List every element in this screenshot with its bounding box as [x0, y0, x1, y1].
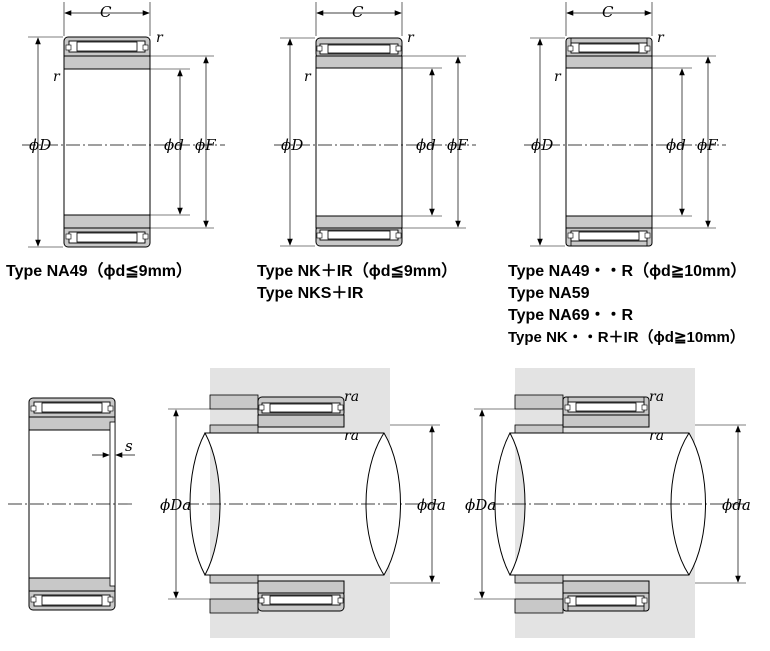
housing-shoulder-top — [209, 394, 259, 410]
label-shaft-diameter: ϕda — [722, 496, 751, 514]
housing-shoulder-bottom — [514, 598, 564, 614]
figure-na49: C r r ϕD ϕd ϕF — [22, 2, 225, 248]
caption-na69-r: Type NA69・・R — [508, 307, 634, 324]
label-raceway: ϕF — [697, 136, 718, 154]
label-bore: ϕd — [164, 136, 184, 154]
label-housing-diameter: ϕDa — [465, 496, 496, 514]
label-housing-diameter: ϕDa — [160, 496, 191, 514]
label-outer-diameter: ϕD — [29, 136, 51, 154]
bearing-section-top — [562, 396, 650, 428]
label-r-side: r — [304, 69, 312, 85]
shaft-shoulder-bottom — [514, 574, 564, 584]
label-r-top: r — [657, 30, 665, 46]
figure-na49-r: C r r ϕD ϕd ϕF — [524, 2, 726, 247]
bearing-section-top — [63, 36, 151, 70]
figure-nk-ir: C r r ϕD ϕd ϕF — [274, 2, 476, 247]
bearing-section-bottom — [565, 215, 653, 247]
label-outer-diameter: ϕD — [531, 136, 553, 154]
shaft-shoulder-top — [514, 424, 564, 434]
shaft-shoulder-bottom — [209, 574, 259, 584]
label-c: C — [100, 3, 112, 21]
bearing-section-top — [28, 397, 116, 431]
inner-ring-bore — [565, 67, 653, 217]
bearing-section-bottom — [257, 580, 345, 612]
caption-na49: Type NA49（ϕd≦9mm） — [6, 263, 193, 280]
label-outer-diameter: ϕD — [281, 136, 303, 154]
caption-na49-r: Type NA49・・R（ϕd≧10mm） — [508, 263, 747, 280]
label-c: C — [602, 3, 614, 21]
label-ra-top: ra — [649, 389, 664, 405]
figure-side-clearance: s — [8, 397, 135, 611]
bearing-section-top — [257, 396, 345, 428]
label-s: s — [125, 437, 133, 455]
caption-na59: Type NA59 — [508, 285, 590, 302]
label-c: C — [352, 3, 364, 21]
label-raceway: ϕF — [195, 136, 216, 154]
bearing-section-bottom — [562, 580, 650, 612]
inner-ring-bore — [315, 67, 403, 217]
caption-nks-ir: Type NKS＋IR — [257, 285, 364, 302]
bearing-section-top — [315, 37, 403, 69]
label-r-side: r — [53, 69, 61, 85]
label-ra-shaft: ra — [344, 428, 359, 444]
label-bore: ϕd — [416, 136, 436, 154]
housing-shoulder-bottom — [209, 598, 259, 614]
label-raceway: ϕF — [447, 136, 468, 154]
label-ra-top: ra — [344, 389, 359, 405]
bearing-section-bottom — [315, 215, 403, 247]
figure-mounting-right: ra ra ϕDa ϕda — [465, 368, 751, 638]
bearing-section-top — [565, 37, 653, 69]
bearing-section-bottom — [63, 214, 151, 248]
label-r-top: r — [407, 30, 415, 46]
label-shaft-diameter: ϕda — [417, 496, 446, 514]
inner-ring-bore — [63, 68, 151, 216]
caption-nk-r-ir: Type NK・・R＋IR（ϕd≧10mm） — [508, 329, 745, 346]
housing-shoulder-top — [514, 394, 564, 410]
label-ra-shaft: ra — [649, 428, 664, 444]
shaft-shoulder-top — [209, 424, 259, 434]
figure-mounting-left: ra ra ϕDa ϕda — [160, 368, 446, 638]
label-r-top: r — [156, 30, 164, 46]
bearing-section-bottom — [28, 577, 116, 611]
label-r-side: r — [554, 69, 562, 85]
label-bore: ϕd — [666, 136, 686, 154]
caption-nk-ir: Type NK＋IR（ϕd≦9mm） — [257, 263, 458, 280]
